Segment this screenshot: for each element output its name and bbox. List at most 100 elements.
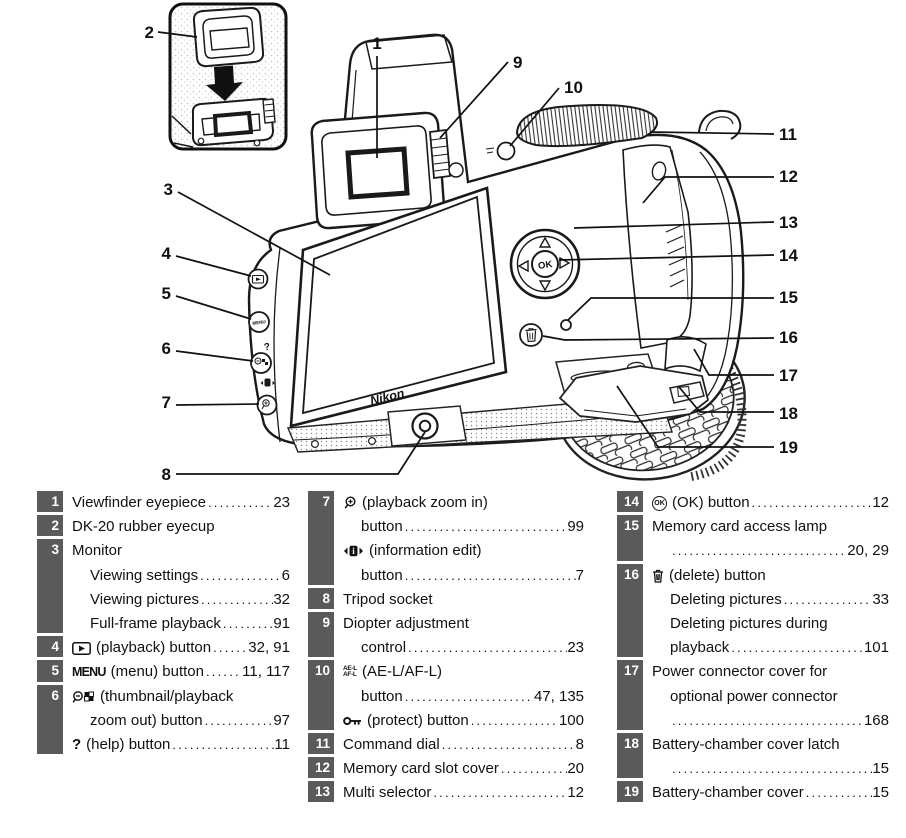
information-edit-mark [260, 378, 275, 387]
legend-text: playback [670, 639, 730, 657]
power-connector-cover [664, 336, 707, 373]
legend-entry-4: 4(playback) button......................… [37, 636, 290, 660]
callout-line-18 [678, 386, 774, 413]
legend-line: button..................................… [343, 515, 584, 539]
legend-line: optional power connector [652, 685, 889, 709]
battery-chamber-cover [558, 365, 710, 423]
playback-icon [72, 641, 91, 655]
page-ref: 20, 29 [847, 542, 889, 560]
legend-line: Command dial............................… [343, 733, 584, 757]
callout-line-11 [649, 131, 775, 135]
legend-entry-19: 19 Battery-chamber cover.................… [617, 781, 889, 805]
legend-text: (thumbnail/playback [100, 687, 234, 705]
legend-badge-4: 4 [37, 636, 63, 658]
dot-leader: ........................................… [172, 736, 274, 752]
dot-leader: ........................................… [204, 712, 274, 728]
page-ref: 32 [273, 590, 290, 608]
legend-line: Viewfinder eyepiece.....................… [72, 491, 290, 515]
legend-text: Memory card slot cover [343, 760, 499, 778]
legend-text: Full-frame playback [90, 614, 221, 632]
callout-number-15: 15 [779, 288, 798, 307]
dot-leader: ........................................… [731, 640, 864, 656]
callout-line-5 [175, 295, 252, 320]
legend-text: (information edit) [369, 542, 482, 560]
page-ref: 23 [567, 639, 584, 657]
callout-number-8: 8 [162, 465, 171, 482]
legend-text: (delete) button [669, 566, 766, 584]
legend-line: DK-20 rubber eyecup [72, 515, 290, 539]
diopter-adjustment-control [429, 128, 451, 180]
dot-leader: ........................................… [672, 761, 872, 777]
page-ref: 6 [281, 566, 290, 584]
legend-line: Memory card access lamp [652, 515, 889, 539]
dot-leader: ........................................… [404, 567, 576, 583]
help-icon: ? [72, 735, 82, 753]
legend-line: Full-frame playback.....................… [72, 612, 290, 636]
legend-text: Viewfinder eyepiece [72, 494, 206, 511]
legend-line: Battery-chamber cover...................… [652, 781, 889, 805]
legend-line: button..................................… [343, 685, 584, 709]
callout-number-4: 4 [162, 244, 172, 263]
page-ref: 99 [567, 518, 584, 536]
svg-text:OK: OK [537, 259, 553, 272]
dot-leader: ........................................… [404, 519, 568, 535]
callout-number-16: 16 [779, 328, 798, 347]
legend-text: Monitor [72, 542, 123, 560]
legend-line: Multi selector..........................… [343, 781, 584, 805]
dot-leader: ........................................… [783, 591, 873, 607]
legend-badge-7: 7 [308, 491, 334, 585]
legend-badge-9: 9 [308, 611, 334, 658]
legend-text: button [361, 566, 403, 584]
legend-line: (delete) button [652, 564, 889, 588]
legend-line: zoom out) button........................… [72, 709, 290, 733]
legend-text: DK-20 rubber eyecup [72, 518, 215, 536]
dot-leader: ........................................… [470, 712, 559, 728]
playback-zoom-in-icon [343, 496, 357, 510]
legend-line: playback................................… [652, 636, 889, 660]
callout-number-17: 17 [779, 366, 798, 385]
callout-number-10: 10 [564, 78, 583, 97]
legend-text: (protect) button [367, 711, 469, 729]
delete-button [519, 323, 543, 347]
legend-line: Deleting pictures.......................… [652, 588, 889, 612]
legend-line: ........................................… [652, 539, 889, 563]
legend-line: (protect) button........................… [343, 709, 584, 733]
callout-number-3: 3 [164, 180, 173, 199]
callout-number-19: 19 [779, 438, 798, 457]
dot-leader: ........................................… [805, 785, 873, 801]
legend-line: (playback zoom in) [343, 491, 584, 515]
legend-line: Power connector cover for [652, 660, 889, 684]
legend-entry-7: 7(playback zoom in)button...............… [308, 491, 584, 588]
dot-leader: ........................................… [500, 761, 567, 777]
callout-number-6: 6 [162, 339, 171, 358]
legend-text: Battery-chamber cover [652, 784, 804, 802]
legend-text: Battery-chamber cover latch [652, 735, 840, 753]
tripod-socket [411, 412, 439, 440]
legend-text: Tripod socket [343, 590, 433, 608]
dot-leader: ........................................… [441, 736, 576, 752]
legend-line: Monitor [72, 539, 290, 563]
page-ref: 15 [872, 784, 889, 802]
viewfinder-eyepiece [310, 111, 446, 230]
legend-line: ........................................… [652, 709, 889, 733]
legend-line: Deleting pictures during [652, 612, 889, 636]
callout-line-6 [175, 350, 254, 362]
legend-line: button..................................… [343, 564, 584, 588]
legend-badge-19: 19 [617, 781, 643, 803]
callout-number-2: 2 [145, 23, 154, 42]
callout-number-9: 9 [513, 53, 522, 72]
dot-leader: ........................................… [433, 785, 568, 801]
callout-number-12: 12 [779, 167, 798, 186]
svg-text:MENU: MENU [252, 319, 267, 326]
